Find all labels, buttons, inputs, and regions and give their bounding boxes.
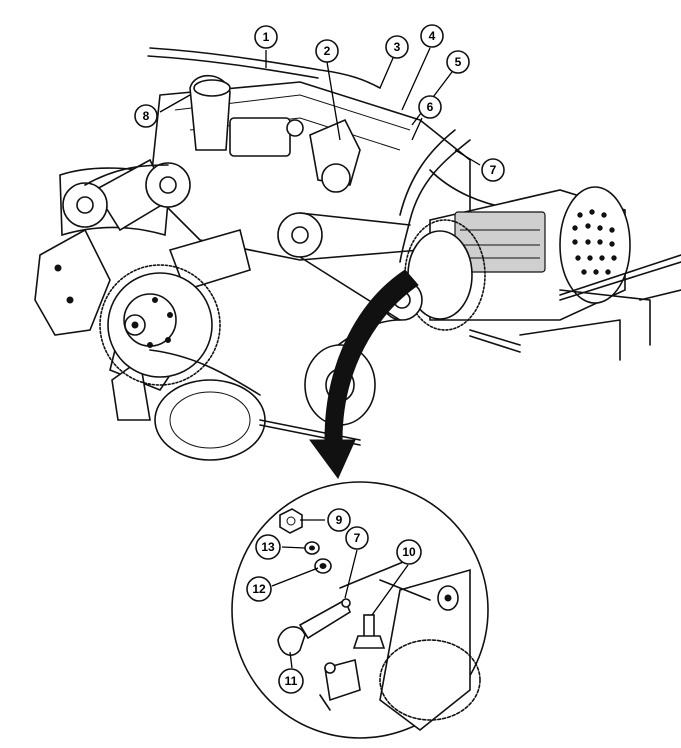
callout-5-label: 5 bbox=[455, 55, 462, 69]
callout-7-detail: 7 bbox=[345, 526, 369, 550]
callout-1-label: 1 bbox=[263, 30, 270, 44]
callout-3-label: 3 bbox=[394, 40, 401, 54]
callout-5: 5 bbox=[446, 50, 470, 74]
callout-12: 12 bbox=[246, 576, 272, 602]
callout-9-label: 9 bbox=[336, 513, 343, 527]
callout-3: 3 bbox=[385, 35, 409, 59]
detail-arrow bbox=[309, 269, 419, 479]
callout-6-label: 6 bbox=[427, 100, 434, 114]
callout-10: 10 bbox=[396, 539, 422, 565]
alternator-vent-holes bbox=[572, 209, 617, 275]
callout-11: 11 bbox=[278, 668, 304, 694]
callout-13: 13 bbox=[255, 534, 281, 560]
callout-13-label: 13 bbox=[261, 540, 275, 554]
callout-2-label: 2 bbox=[324, 44, 331, 58]
callout-8: 8 bbox=[134, 104, 158, 128]
callout-2: 2 bbox=[315, 39, 339, 63]
callout-9: 9 bbox=[327, 508, 351, 532]
callout-8-label: 8 bbox=[143, 109, 150, 123]
engine-assembly bbox=[34, 47, 681, 461]
callout-11-label: 11 bbox=[285, 674, 298, 688]
callout-6: 6 bbox=[418, 95, 442, 119]
callout-12-label: 12 bbox=[252, 582, 266, 596]
callout-7-detail-label: 7 bbox=[354, 531, 361, 545]
callout-10-label: 10 bbox=[402, 545, 416, 559]
callout-7-label: 7 bbox=[490, 163, 497, 177]
detail-view bbox=[231, 481, 489, 739]
callout-7: 7 bbox=[481, 158, 505, 182]
callout-4-label: 4 bbox=[429, 29, 436, 43]
callout-1: 1 bbox=[254, 25, 278, 49]
callout-4: 4 bbox=[420, 24, 444, 48]
leader-lines bbox=[159, 47, 481, 669]
